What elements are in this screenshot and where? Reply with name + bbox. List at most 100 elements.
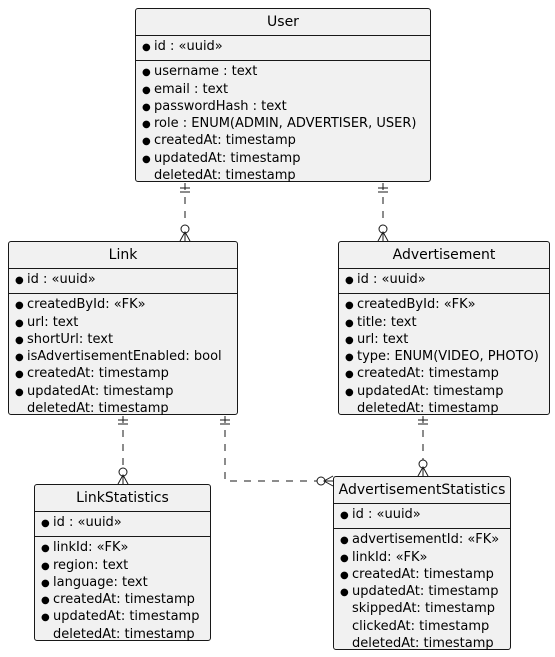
entity-field: ●title: text [345,315,543,332]
field-label: createdAt: timestamp [352,566,494,582]
entity-field: ●updatedAt: timestamp [345,384,543,401]
bullet-icon: ● [15,386,24,398]
field-label: role : ENUM(ADMIN, ADVERTISER, USER) [154,116,417,132]
bullet-icon: ● [15,300,24,312]
entity-field: ●passwordHash : text [142,99,424,116]
primary-key-section: ●id : «uuid» [334,504,510,528]
bullet-icon: ● [345,352,354,364]
bullet-icon: ● [345,334,354,346]
field-label: createdAt: timestamp [154,133,296,149]
field-label: clickedAt: timestamp [352,618,490,634]
entity-advertisement[interactable]: Advertisement●id : «uuid»●createdById: «… [338,241,550,416]
field-label: createdAt: timestamp [27,366,169,382]
field-label: id : «uuid» [27,272,96,287]
primary-key-field: ●id : «uuid» [15,272,231,289]
entity-link-statistics[interactable]: LinkStatistics●id : «uuid»●linkId: «FK»●… [34,484,211,642]
field-label: id : «uuid» [154,39,223,54]
bullet-icon: ● [15,317,24,329]
bullet-icon: ● [142,119,151,131]
field-label: updatedAt: timestamp [357,383,504,399]
entity-field: ●createdById: «FK» [15,297,231,314]
entity-field: ●linkId: «FK» [41,540,204,557]
entity-title: AdvertisementStatistics [334,477,510,504]
entity-link[interactable]: Link●id : «uuid»●createdById: «FK»●url: … [8,241,238,416]
primary-key-section: ●id : «uuid» [9,269,237,293]
bullet-icon: ● [41,612,50,624]
field-label: updatedAt: timestamp [352,584,499,600]
entity-field: ●language: text [41,575,204,592]
entity-field: ●isAdvertisementEnabled: bool [15,349,231,366]
bullet-icon: ● [41,577,50,589]
field-label: title: text [357,314,417,330]
bullet-icon: ● [15,369,24,381]
entity-field: ●createdAt: timestamp [142,133,424,150]
field-label: updatedAt: timestamp [27,383,174,399]
bullet-icon: ● [340,569,349,581]
crow-foot [417,465,429,477]
fields-section: ●createdById: «FK»●url: text●shortUrl: t… [9,293,237,422]
field-label: createdById: «FK» [357,297,476,313]
primary-key-section: ●id : «uuid» [35,512,210,536]
bullet-icon: ● [41,543,50,555]
entity-field: ●updatedAt: timestamp [15,384,231,401]
entity-title: Advertisement [339,242,549,269]
field-label: skippedAt: timestamp [352,601,496,617]
entity-field: ●deletedAt: timestamp [340,636,504,653]
field-label: advertisementId: «FK» [352,532,500,548]
entity-field: ●url: text [15,315,231,332]
field-label: deletedAt: timestamp [27,401,169,417]
bullet-icon: ● [340,510,349,521]
field-label: deletedAt: timestamp [53,626,195,642]
entity-field: ●updatedAt: timestamp [340,584,504,601]
primary-key-section: ●id : «uuid» [136,36,430,60]
field-label: createdById: «FK» [27,297,146,313]
entity-field: ●role : ENUM(ADMIN, ADVERTISER, USER) [142,116,424,133]
bullet-icon: ● [142,84,151,96]
entity-field: ●createdAt: timestamp [15,366,231,383]
field-label: isAdvertisementEnabled: bool [27,349,222,365]
entity-field: ●email : text [142,82,424,99]
field-label: language: text [53,574,148,590]
bullet-icon: ● [142,42,151,53]
field-label: email : text [154,81,229,97]
field-label: id : «uuid» [357,272,426,287]
fields-section: ●username : text●email : text●passwordHa… [136,60,430,189]
entity-field: ●updatedAt: timestamp [142,151,424,168]
bullet-icon: ● [345,369,354,381]
bullet-icon: ● [142,101,151,113]
bullet-icon: ● [340,552,349,564]
entity-field: ●createdById: «FK» [345,297,543,314]
crow-foot [322,475,334,487]
bullet-icon: ● [340,535,349,547]
primary-key-field: ●id : «uuid» [41,515,204,532]
entity-advertisement-statistics[interactable]: AdvertisementStatistics●id : «uuid»●adve… [333,476,511,653]
field-label: updatedAt: timestamp [154,150,301,166]
entity-title: LinkStatistics [35,485,210,512]
bullet-icon: ● [142,153,151,165]
bullet-icon: ● [15,352,24,364]
entity-field: ●updatedAt: timestamp [41,609,204,626]
bullet-icon: ● [41,560,50,572]
entity-field: ●deletedAt: timestamp [142,168,424,185]
bullet-icon: ● [345,317,354,329]
field-label: url: text [357,331,409,347]
field-label: linkId: «FK» [53,540,129,556]
field-label: updatedAt: timestamp [53,609,200,625]
entity-field: ●username : text [142,64,424,81]
fields-section: ●linkId: «FK»●region: text●language: tex… [35,536,210,648]
entity-user[interactable]: User●id : «uuid»●username : text●email :… [135,8,431,183]
bullet-icon: ● [41,518,50,529]
entity-field: ●skippedAt: timestamp [340,601,504,618]
bullet-icon: ● [142,67,151,79]
entity-field: ●region: text [41,558,204,575]
fields-section: ●createdById: «FK»●title: text●url: text… [339,293,549,422]
bullet-icon: ● [345,386,354,398]
entity-field: ●linkId: «FK» [340,550,504,567]
field-label: passwordHash : text [154,98,287,114]
field-label: createdAt: timestamp [357,366,499,382]
bullet-icon: ● [340,587,349,599]
field-label: linkId: «FK» [352,549,428,565]
entity-field: ●url: text [345,332,543,349]
primary-key-field: ●id : «uuid» [340,507,504,524]
